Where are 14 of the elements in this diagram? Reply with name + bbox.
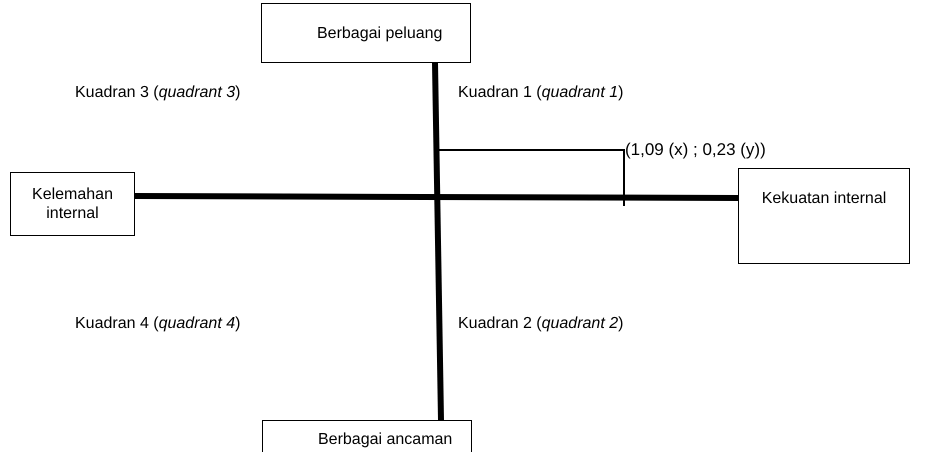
strength-box [738, 168, 910, 264]
quadrant-label: Kuadran 4 (quadrant 4) [75, 314, 240, 333]
axis-line [432, 62, 444, 420]
weakness-box [10, 172, 135, 236]
node-label: Kelemahan internal [31, 185, 114, 223]
axis-line [135, 193, 738, 201]
node-label: Kekuatan internal [760, 189, 888, 208]
quadrant-label: Kuadran 2 (quadrant 2) [458, 314, 624, 333]
opportunity-box [261, 3, 471, 63]
quadrant-label: Kuadran 3 (quadrant 3) [75, 83, 240, 102]
node-label: Berbagai ancaman [318, 430, 452, 449]
point-coordinate-label: (1,09 (x) ; 0,23 (y)) [625, 140, 766, 159]
node-label: Berbagai peluang [317, 24, 442, 43]
quadrant-label: Kuadran 1 (quadrant 1) [458, 83, 624, 102]
